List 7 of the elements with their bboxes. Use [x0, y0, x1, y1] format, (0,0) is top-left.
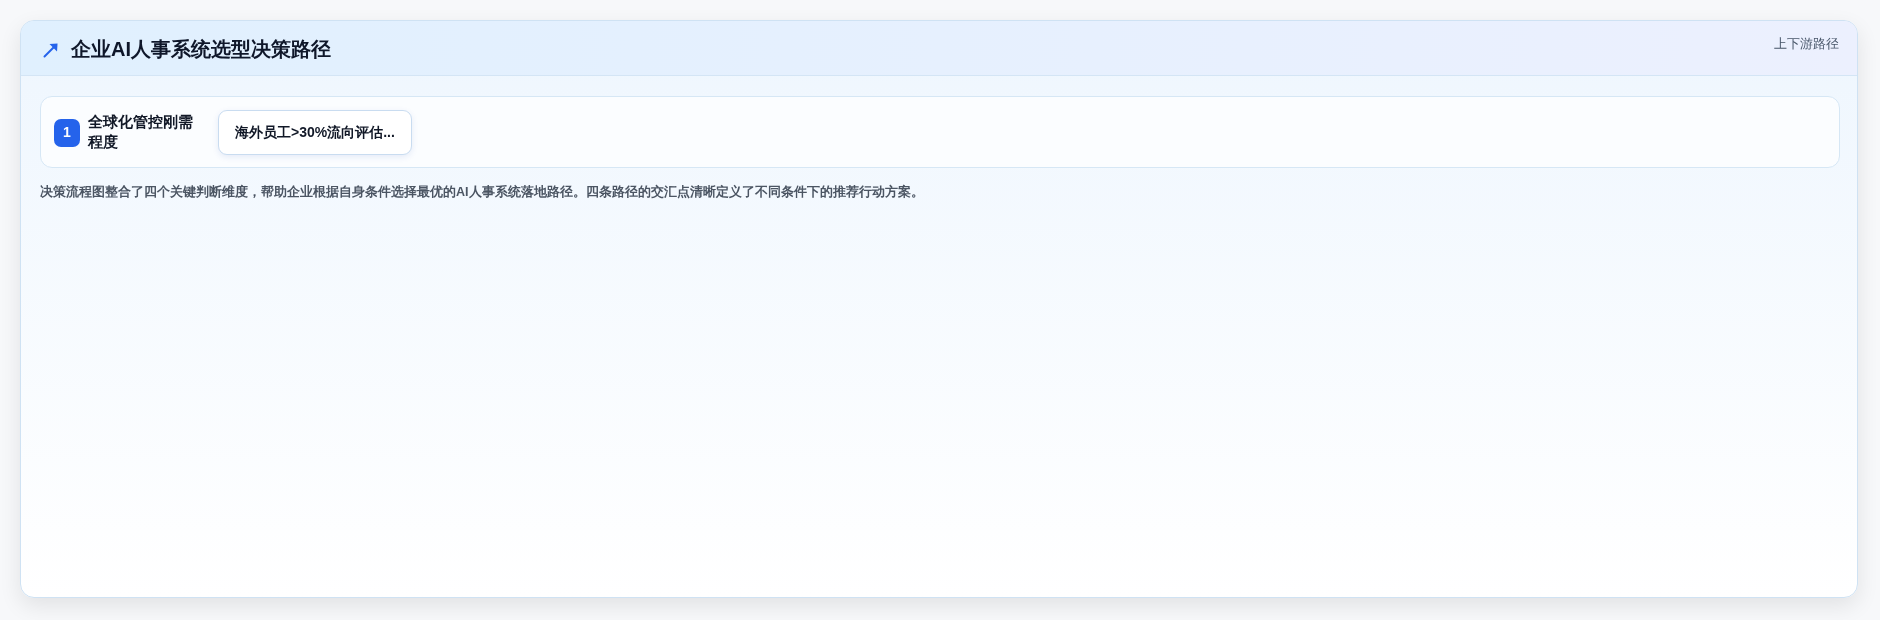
row-label: 全球化管控刚需程度	[88, 112, 194, 152]
title: 企业AI人事系统选型决策路径	[71, 37, 331, 62]
caption: 决策流程图整合了四个关键判断维度，帮助企业根据自身条件选择最优的AI人事系统落地路径。四条路径的交汇点清晰定义了不同条件下的推荐行动方案。	[40, 183, 924, 201]
header-note: 上下游路径	[1774, 35, 1839, 53]
number-badge: 1	[54, 119, 80, 147]
option-tag: 海外员工>30%流向评估...	[218, 110, 412, 155]
row-panel	[40, 96, 1840, 168]
